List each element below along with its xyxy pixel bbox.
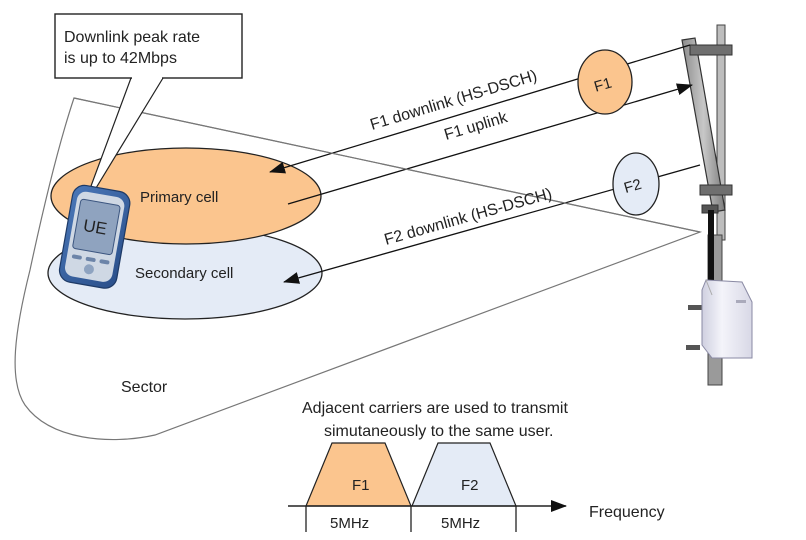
f2-downlink-label: F2 downlink (HS-DSCH) [382,186,554,249]
spectrum-caption-line-1: Adjacent carriers are used to transmit [302,400,568,417]
f2-carrier-bubble [612,152,660,216]
f1-carrier-label: F1 [592,75,614,96]
base-station-antenna-icon [681,24,753,386]
ue-label: UE [82,216,109,239]
frequency-axis-label: Frequency [589,504,665,521]
spectrum-caption-line-2: simutaneously to the same user. [324,423,553,440]
ue-phone-icon: UE [58,184,131,289]
f2-bandwidth-label: 5MHz [441,515,480,532]
secondary-cell-label: Secondary cell [135,265,233,282]
primary-cell-label: Primary cell [140,189,218,206]
f1-spectrum-trapezoid [305,442,412,507]
sector-label: Sector [121,379,168,396]
callout-line-2: is up to 42Mbps [64,50,177,67]
f2-spectrum-trapezoid [411,442,517,507]
callout-line-1: Downlink peak rate [64,29,200,46]
f1-spectrum-label: F1 [352,477,370,494]
f2-spectrum-label: F2 [461,477,479,494]
f1-uplink-label: F1 uplink [442,109,510,144]
carrier-spectrum: F1 F2 5MHz 5MHz Frequency [288,442,665,532]
f1-carrier-bubble [577,49,633,115]
f2-carrier-label: F2 [622,176,644,197]
peak-rate-callout: Downlink peak rate is up to 42Mbps [54,13,243,189]
sector-boundary-top [73,97,701,233]
sector-outline [14,97,703,441]
f1-bandwidth-label: 5MHz [330,515,369,532]
